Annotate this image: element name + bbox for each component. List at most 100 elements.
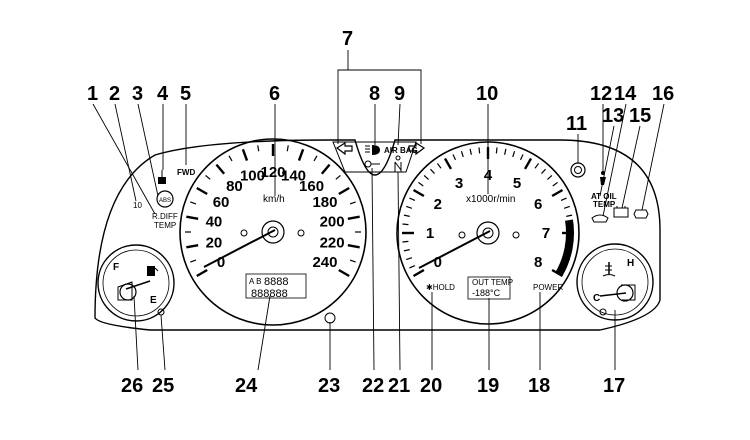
callout-15: 15	[629, 105, 651, 127]
speedometer-major-tick	[297, 148, 305, 161]
ten-label: 10	[133, 201, 142, 210]
callout-25: 25	[152, 375, 174, 397]
callout-12: 12	[590, 83, 612, 105]
temp-cold-label: C	[593, 293, 600, 304]
at-oil-temp-label-line2: TEMP	[593, 200, 616, 209]
callout-19: 19	[477, 375, 499, 397]
brake-warning-icon	[158, 170, 166, 184]
tachometer-minor-tick	[566, 214, 573, 217]
speedometer-major-tick	[196, 268, 208, 278]
oil-pressure-icon	[591, 214, 609, 223]
callout-24: 24	[235, 375, 258, 397]
tachometer-minor-tick	[478, 147, 481, 154]
tachometer-minor-tick	[460, 151, 464, 158]
speedometer-major-tick	[241, 148, 249, 161]
headlight-high-beam-icon	[365, 145, 380, 155]
speedometer-major-tick	[338, 268, 350, 278]
tachometer-minor-tick	[406, 257, 413, 261]
callout-16: 16	[652, 83, 674, 105]
tach-redline	[555, 219, 574, 276]
callout-21: 21	[388, 375, 410, 397]
speedometer-scale-label: 140	[281, 168, 306, 185]
callout-20: 20	[420, 375, 442, 397]
temperature-gauge: H C	[576, 243, 654, 321]
tachometer-minor-tick	[402, 240, 409, 243]
speedometer-minor-tick	[313, 155, 318, 162]
callout-5: 5	[180, 83, 191, 105]
center-warning-panel: AIR BAG	[332, 141, 426, 173]
cluster-housing	[94, 139, 661, 331]
tachometer-major-tick	[412, 268, 425, 278]
callout-26: 26	[121, 375, 143, 397]
speedometer-major-tick	[320, 163, 331, 175]
callout-17: 17	[603, 375, 625, 397]
check-engine-icon	[633, 209, 649, 219]
speedometer-major-tick	[338, 186, 350, 196]
tachometer-minor-tick	[552, 181, 558, 187]
speedometer-minor-tick	[349, 201, 356, 205]
right-turn-signal-icon	[408, 141, 426, 156]
speedometer-scale-label: 120	[260, 164, 285, 181]
speedometer-major-tick	[196, 186, 208, 196]
airbag-warning-label: AIR BAG	[384, 146, 418, 155]
tachometer-scale-label: 2	[434, 196, 442, 213]
callout-4: 4	[157, 83, 169, 105]
abs-warning-label: ABS	[159, 198, 171, 204]
tachometer-major-tick	[443, 157, 453, 170]
tachometer-minor-tick	[430, 168, 435, 174]
hold-indicator-label: ✱HOLD	[426, 283, 455, 292]
speedometer-major-tick	[186, 215, 199, 220]
callout-numbers-top: 1 2 3 4 5 6 7 8 9 10 11 12 13 14 15 16	[87, 28, 674, 135]
speed-needle	[203, 229, 276, 268]
fwd-indicator: FWD	[177, 168, 195, 177]
tachometer-minor-tick	[403, 249, 410, 252]
rdiff-temp-label-line1: R.DIFF	[152, 212, 178, 221]
fuel-empty-label: E	[150, 295, 157, 306]
tachometer-major-tick	[551, 188, 564, 198]
fuel-gauge: F E	[97, 244, 175, 322]
tachometer-scale-label: 8	[534, 254, 542, 271]
speedometer-minor-tick	[257, 145, 260, 152]
tachometer-minor-tick	[519, 154, 524, 161]
tachometer-major-tick	[412, 188, 425, 198]
speedometer-scale-label: 100	[240, 168, 265, 185]
fwd-label: FWD	[177, 168, 195, 177]
speedometer-minor-tick	[286, 145, 289, 152]
at-oil-temp-label-line1: AT OIL	[591, 192, 617, 201]
speedometer-minor-tick	[205, 174, 211, 180]
callout-2: 2	[109, 83, 120, 105]
speedometer-minor-tick	[190, 201, 197, 205]
tachometer-minor-tick	[512, 151, 516, 158]
tachometer-minor-tick	[541, 168, 546, 174]
seatbelt-icon	[394, 155, 402, 172]
speedometer-major-tick	[347, 215, 360, 220]
tachometer-minor-tick	[547, 175, 553, 180]
tachometer-minor-tick	[402, 223, 409, 226]
tachometer-scale-label: 0	[434, 254, 442, 271]
speedometer-scale-label: 220	[320, 234, 345, 251]
speedometer-major-tick	[215, 163, 226, 175]
tachometer-minor-tick	[469, 148, 472, 155]
odometer-ab-label: A B	[249, 277, 261, 286]
speedometer-minor-tick	[228, 155, 233, 162]
tachometer-minor-tick	[409, 197, 416, 202]
tachometer-scale-label: 3	[455, 175, 463, 192]
key-icon	[364, 160, 380, 168]
speedometer-scale-label: 40	[206, 214, 223, 231]
callout-leaders	[92, 50, 665, 371]
outside-temp-label: OUT TEMP	[472, 278, 513, 287]
speedometer-scale-label: 160	[299, 178, 324, 195]
callout-7: 7	[342, 28, 353, 50]
callout-3: 3	[132, 83, 143, 105]
tachometer-minor-tick	[406, 205, 413, 209]
odometer-total-value: 888888	[251, 288, 288, 300]
tachometer-minor-tick	[560, 197, 567, 202]
callout-numbers-bottom: 26 25 24 23 22 21 20 19 18 17	[121, 375, 625, 397]
callout-18: 18	[528, 375, 550, 397]
rdiff-temp-label-line2: TEMP	[154, 221, 176, 230]
speedometer-scale-label: 60	[213, 194, 230, 211]
left-indicator-area: R.DIFF TEMP 10 ABS FWD	[133, 168, 195, 230]
coolant-temp-icon	[602, 262, 616, 277]
